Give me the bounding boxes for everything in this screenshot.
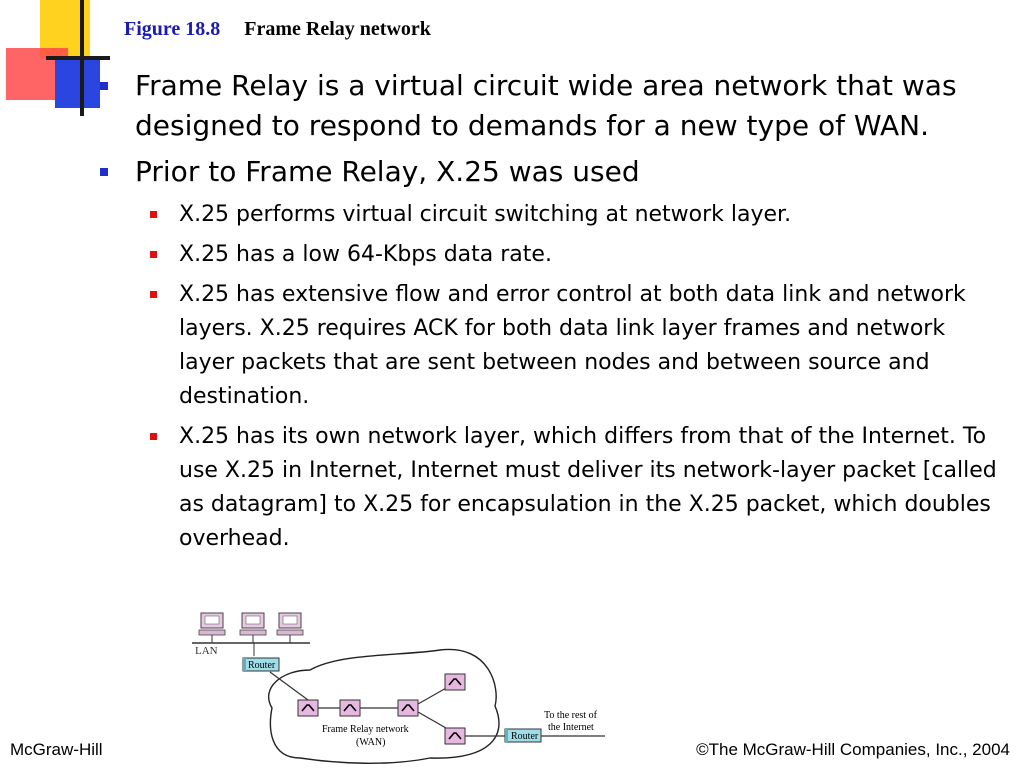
bullet-item: Frame Relay is a virtual circuit wide ar… <box>98 66 998 146</box>
footer-copyright: ©The McGraw-Hill Companies, Inc., 2004 <box>696 740 1010 759</box>
lan-pc-icon <box>276 612 304 644</box>
bullet-item: Prior to Frame Relay, X.25 was used <box>98 152 998 192</box>
bullet-marker <box>100 168 108 176</box>
sub-bullet-text: X.25 performs virtual circuit switching … <box>179 202 792 227</box>
switch-icon <box>397 699 419 717</box>
rest-of-internet-sublabel: the Internet <box>548 722 594 733</box>
decor-horizontal-line <box>46 56 110 60</box>
sub-bullet-item: X.25 performs virtual circuit switching … <box>148 198 998 232</box>
slide-content: Frame Relay is a virtual circuit wide ar… <box>98 66 998 562</box>
footer-publisher: McGraw-Hill <box>10 740 103 759</box>
sub-bullet-marker <box>150 433 157 440</box>
frame-relay-diagram: LAN Router Frame Relay network (WAN) Rou… <box>192 612 605 764</box>
sub-bullet-text: X.25 has a low 64-Kbps data rate. <box>179 242 552 267</box>
router-icon <box>242 657 280 672</box>
switch-icon <box>297 699 319 717</box>
sub-bullet-marker <box>150 291 157 298</box>
sub-bullet-marker <box>150 211 157 218</box>
sub-bullet-item: X.25 has extensive flow and error contro… <box>148 278 998 414</box>
network-sublabel: (WAN) <box>356 737 385 748</box>
sub-bullet-item: X.25 has a low 64-Kbps data rate. <box>148 238 998 272</box>
switch-icon <box>444 727 466 745</box>
figure-number: Figure 18.8 <box>124 18 221 40</box>
bullet-text: Prior to Frame Relay, X.25 was used <box>135 155 640 188</box>
slide-title: Figure 18.8 Frame Relay network <box>124 18 431 41</box>
sub-bullet-marker <box>150 251 157 258</box>
router-icon <box>504 728 542 743</box>
wan-links <box>269 671 605 737</box>
bullet-marker <box>100 82 108 90</box>
router-label: Router <box>511 731 539 742</box>
switch-icon <box>444 673 466 691</box>
router-label: Router <box>248 660 276 671</box>
rest-of-internet-label: To the rest of <box>544 710 598 721</box>
bullet-text: Frame Relay is a virtual circuit wide ar… <box>135 69 957 142</box>
decor-blue-square <box>55 58 100 108</box>
lan-label: LAN <box>195 645 218 657</box>
lan-pc-icon <box>198 612 226 644</box>
wan-cloud-shape <box>268 648 500 764</box>
figure-title: Frame Relay network <box>244 18 431 40</box>
lan-pc-icon <box>239 612 267 644</box>
network-label: Frame Relay network <box>322 724 409 735</box>
sub-bullet-item: X.25 has its own network layer, which di… <box>148 420 998 556</box>
sub-bullet-text: X.25 has its own network layer, which di… <box>179 424 997 551</box>
sub-bullet-text: X.25 has extensive flow and error contro… <box>179 282 966 409</box>
switch-icon <box>339 699 361 717</box>
